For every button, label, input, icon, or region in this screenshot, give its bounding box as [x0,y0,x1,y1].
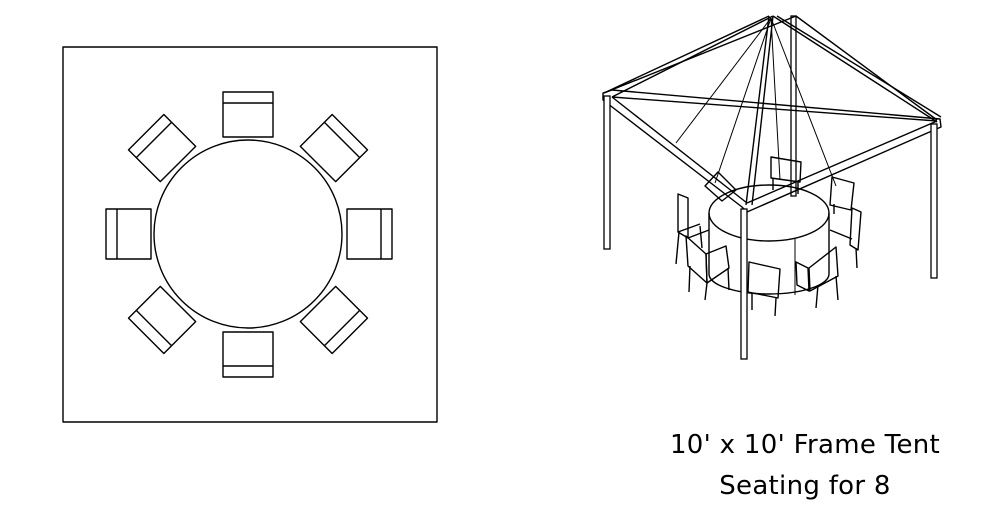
chair-iso-front [747,261,781,317]
chair-iso-back-right [829,176,855,214]
chair-plan-left [105,208,152,260]
tent-pole-right [930,123,938,279]
chair-iso-front-left [685,235,730,301]
tent-pole-front [740,208,748,360]
round-table-3d [708,184,830,295]
tent-top-frame [602,89,942,213]
chair-iso-left [675,193,710,265]
chair-plan-bottom-right [299,285,369,355]
chair-plan-right [346,208,393,260]
chair-iso-back-left [704,171,737,202]
caption-title: 10' x 10' Frame Tent [669,430,941,460]
chair-iso-front-right [795,246,839,309]
plan-view [62,46,438,423]
chair-plan-bottom [222,331,274,378]
chair-plan-top-right [299,113,369,183]
round-table-plan [153,139,343,329]
caption-seating: Seating for 8 [719,471,891,501]
tent-pole-left [603,95,611,250]
chair-plan-top-left [127,113,197,183]
isometric-view [602,15,942,360]
chair-plan-top [222,91,274,138]
tent-rafters [603,15,942,206]
chair-iso-right [829,207,862,269]
tent-footprint-outline [62,46,438,423]
chair-plan-bottom-left [127,285,197,355]
chair-iso-back [770,156,802,194]
